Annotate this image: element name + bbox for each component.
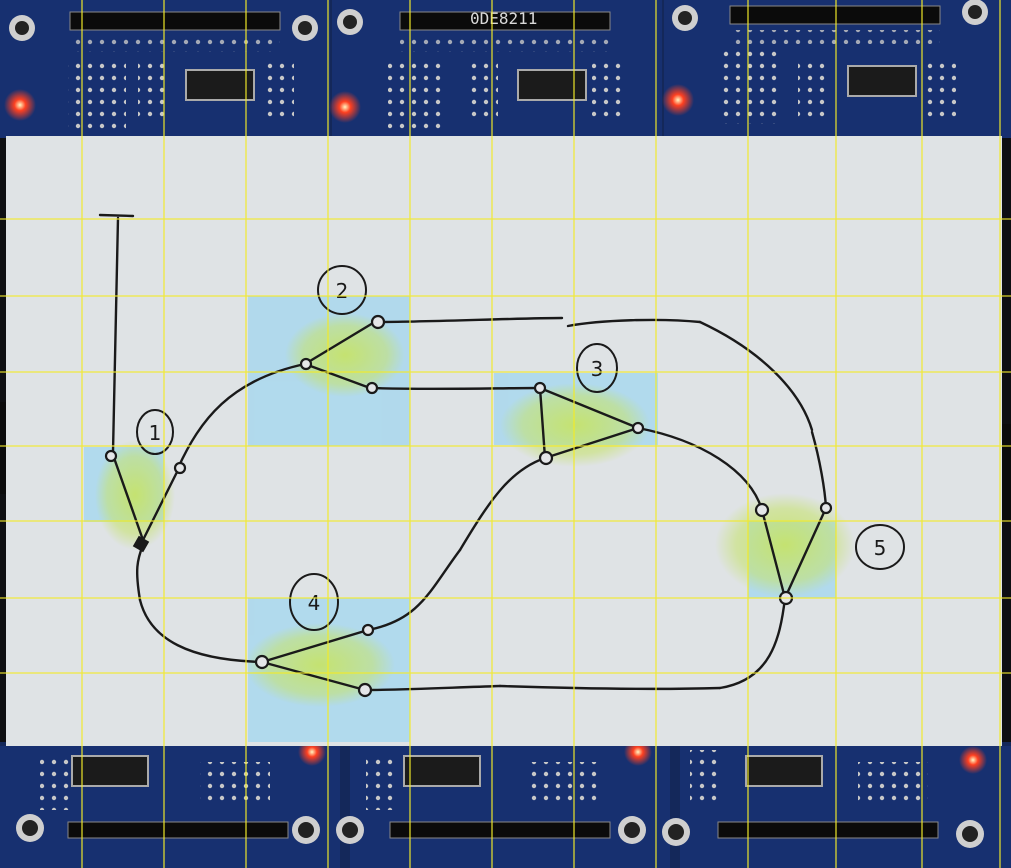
label-5: 5 xyxy=(874,536,887,560)
bottom-circuit-board xyxy=(0,738,1011,868)
label-1: 1 xyxy=(149,421,162,445)
led-indicator xyxy=(662,84,694,116)
label-3: 3 xyxy=(591,357,604,381)
top-board-label: 0DE8211 xyxy=(470,9,537,28)
label-4: 4 xyxy=(308,591,321,615)
top-circuit-board: 0DE8211 xyxy=(0,0,1011,138)
led-indicator xyxy=(959,746,987,774)
led-indicator xyxy=(4,89,36,121)
label-2: 2 xyxy=(336,279,349,303)
led-indicator xyxy=(329,91,361,123)
